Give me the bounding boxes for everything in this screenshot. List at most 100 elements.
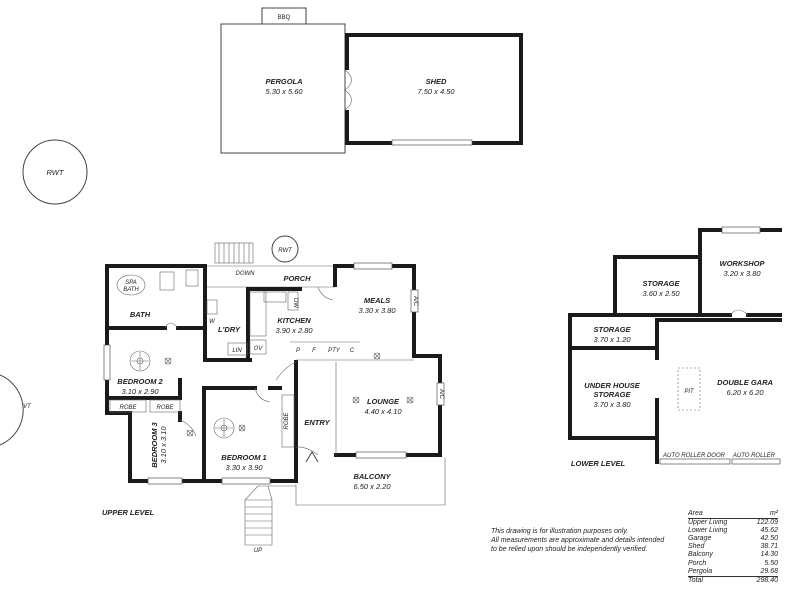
meals-light-icon bbox=[373, 352, 381, 360]
area-row-value: 29.68 bbox=[760, 567, 778, 575]
storage1-dims: 3.60 x 2.50 bbox=[642, 289, 680, 298]
upper-level-title: UPPER LEVEL bbox=[102, 508, 155, 517]
laundry-w: W bbox=[209, 319, 216, 325]
porch-name: PORCH bbox=[283, 274, 311, 283]
meals-name: MEALS bbox=[364, 296, 390, 305]
garage-dims: 6.20 x 6.20 bbox=[726, 388, 764, 397]
area-table-header: Area m² bbox=[688, 510, 778, 520]
kitchen-name: KITCHEN bbox=[277, 316, 311, 325]
area-total-row: Total 298.40 bbox=[688, 575, 778, 585]
bedroom3-name: BEDROOM 3 bbox=[150, 421, 159, 467]
shed-name: SHED bbox=[426, 77, 447, 86]
bedroom2-window bbox=[103, 344, 111, 381]
area-total-value: 298.40 bbox=[746, 575, 778, 585]
area-row-label: Lower Living bbox=[688, 527, 728, 535]
lounge-light-icon-right bbox=[406, 396, 414, 404]
shed-walls bbox=[345, 33, 523, 145]
bedroom2-name: BEDROOM 2 bbox=[117, 377, 163, 386]
rwt-left-label: RWT bbox=[47, 168, 65, 177]
area-row-label: Porch bbox=[688, 559, 707, 567]
stairs-up-label: UP bbox=[254, 548, 262, 554]
rwt-tank-left bbox=[22, 139, 88, 205]
area-row-value: 45.62 bbox=[760, 527, 778, 535]
lower-level-title: LOWER LEVEL bbox=[571, 459, 626, 468]
bbq-label: BBQ bbox=[278, 15, 291, 21]
porch-down-label: DOWN bbox=[236, 271, 256, 277]
area-header-unit: m² bbox=[746, 510, 778, 520]
ac-label-2: A/C bbox=[438, 389, 444, 400]
rwt-tank-side bbox=[0, 374, 24, 446]
shed-window bbox=[391, 139, 473, 146]
area-total-label: Total bbox=[688, 575, 747, 585]
cupboard-c: C bbox=[350, 348, 355, 354]
linen-label: LIN bbox=[232, 348, 242, 354]
area-row: Lower Living 45.62 bbox=[688, 527, 778, 535]
ac-box-2 bbox=[436, 382, 445, 406]
bedroom2-dims: 3.10 x 2.90 bbox=[121, 387, 159, 396]
pantry-p: P bbox=[296, 348, 300, 354]
area-row-value: 122.09 bbox=[756, 519, 778, 527]
lounge-dims: 4.40 x 4.10 bbox=[364, 407, 402, 416]
roller-door-2 bbox=[731, 458, 781, 465]
workshop-dims: 3.20 x 3.80 bbox=[723, 269, 761, 278]
area-row: Shed 38.71 bbox=[688, 543, 778, 551]
bath-door-swing bbox=[164, 322, 179, 329]
disclaimer-line-3: to be relied upon should be independentl… bbox=[491, 546, 648, 553]
roller-door-2-label: AUTO ROLLER bbox=[732, 453, 776, 459]
rwt-top-label: RWT bbox=[278, 248, 293, 254]
robe2-label: ROBE bbox=[156, 405, 174, 411]
entry-arrow-icon bbox=[305, 451, 319, 463]
area-row-value: 38.71 bbox=[760, 543, 778, 551]
pergola-name: PERGOLA bbox=[265, 77, 302, 86]
balcony-dims: 6.50 x 2.20 bbox=[353, 482, 391, 491]
oven-label: OV bbox=[254, 346, 264, 352]
workshop-name: WORKSHOP bbox=[720, 259, 766, 268]
bedroom1-window bbox=[221, 477, 271, 485]
spa-label-1: SPA bbox=[125, 280, 137, 286]
area-row-value: 14.30 bbox=[760, 551, 778, 559]
bedroom3-light-icon bbox=[186, 429, 194, 437]
wall-workshop-top bbox=[698, 228, 782, 259]
storage2-name: STORAGE bbox=[594, 325, 632, 334]
area-row: Pergola 29.68 bbox=[688, 568, 778, 577]
disclaimer: This drawing is for illustration purpose… bbox=[491, 527, 681, 554]
bedroom1-dims: 3.30 x 3.90 bbox=[225, 463, 263, 472]
meals-dims: 3.30 x 3.80 bbox=[358, 306, 396, 315]
bedroom2-light-icon bbox=[164, 357, 172, 365]
robe3-box bbox=[281, 394, 295, 448]
bedroom1-fan-icon bbox=[213, 417, 235, 439]
kitchen-bench-left bbox=[249, 291, 267, 337]
under-house-dims: 3.70 x 3.80 bbox=[593, 400, 631, 409]
bedroom1-door-swing bbox=[254, 387, 271, 403]
wall-meals-lounge-outer bbox=[333, 264, 442, 457]
storage1-name: STORAGE bbox=[643, 279, 681, 288]
rwt-tank-top bbox=[271, 235, 299, 263]
pergola-door-arc-bottom bbox=[344, 89, 352, 111]
bedroom3-dims: 3.10 x 3.10 bbox=[159, 426, 168, 464]
ac-box-1 bbox=[410, 289, 419, 313]
garage-name: DOUBLE GARA bbox=[717, 378, 773, 387]
robe1-box bbox=[109, 399, 147, 413]
workshop-door-swing bbox=[729, 309, 749, 316]
area-row-label: Shed bbox=[688, 543, 705, 551]
disclaimer-line-1: This drawing is for illustration purpose… bbox=[491, 528, 629, 535]
bedroom3-door-swing bbox=[179, 419, 197, 437]
ac-label-1: A/C bbox=[412, 296, 418, 307]
hall-door-swing bbox=[275, 361, 297, 381]
fridge-f: F bbox=[312, 348, 316, 354]
porch-door-swing bbox=[317, 286, 334, 301]
balcony-outline bbox=[295, 458, 446, 506]
spa-label-2: BATH bbox=[123, 287, 139, 293]
shower bbox=[159, 271, 175, 291]
lounge-name: LOUNGE bbox=[367, 397, 400, 406]
kitchen-sink bbox=[263, 291, 287, 303]
roller-door-1-label: AUTO ROLLER DOOR bbox=[662, 453, 726, 459]
pergola-outline bbox=[220, 23, 346, 154]
wall-storage1 bbox=[613, 255, 702, 317]
balcony-name: BALCONY bbox=[353, 472, 391, 481]
laundry-name: L'DRY bbox=[218, 325, 241, 334]
bedroom2-fan-icon bbox=[129, 350, 151, 372]
area-row-label: Pergola bbox=[688, 567, 713, 575]
